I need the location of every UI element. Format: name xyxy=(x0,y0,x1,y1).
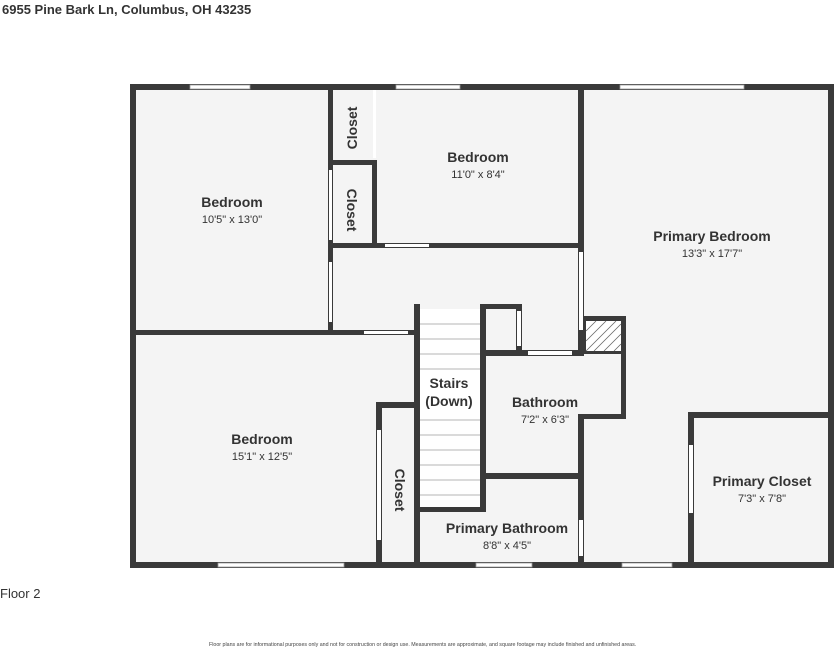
primary-bedroom-dims: 13'3" x 17'7" xyxy=(682,248,742,260)
closet-c-name: Closet xyxy=(392,469,408,512)
primary-bathroom-dims: 8'8" x 4'5" xyxy=(483,540,531,552)
bedroom-n-dims: 11'0" x 8'4" xyxy=(451,169,504,181)
bedroom-n-name: Bedroom xyxy=(447,149,508,165)
stairs-treads xyxy=(420,309,480,507)
primary-closet-name: Primary Closet xyxy=(713,473,812,489)
floor-label: Floor 2 xyxy=(0,586,41,601)
bathroom-dims: 7'2" x 6'3" xyxy=(521,414,569,426)
stairs-label-line1: Stairs xyxy=(430,375,469,391)
bathroom-name: Bathroom xyxy=(512,394,578,410)
door-openings xyxy=(329,90,693,556)
primary-closet-dims: 7'3" x 7'8" xyxy=(738,493,786,505)
property-address: 6955 Pine Bark Ln, Columbus, OH 43235 xyxy=(2,2,252,17)
bedroom-nw-name: Bedroom xyxy=(201,194,262,210)
bedroom-sw-dims: 15'1" x 12'5" xyxy=(232,451,292,463)
primary-bathroom-name: Primary Bathroom xyxy=(446,520,568,536)
shaft-hatch xyxy=(585,320,622,352)
closet-b-name: Closet xyxy=(344,189,360,232)
bedroom-nw-dims: 10'5" x 13'0" xyxy=(202,214,262,226)
disclaimer-text: Floor plans are for informational purpos… xyxy=(209,642,637,648)
stairs-label-line2: (Down) xyxy=(425,393,472,409)
bedroom-sw-name: Bedroom xyxy=(231,431,292,447)
primary-bedroom-name: Primary Bedroom xyxy=(653,228,770,244)
closet-a-name: Closet xyxy=(344,106,360,149)
windows xyxy=(189,84,745,568)
